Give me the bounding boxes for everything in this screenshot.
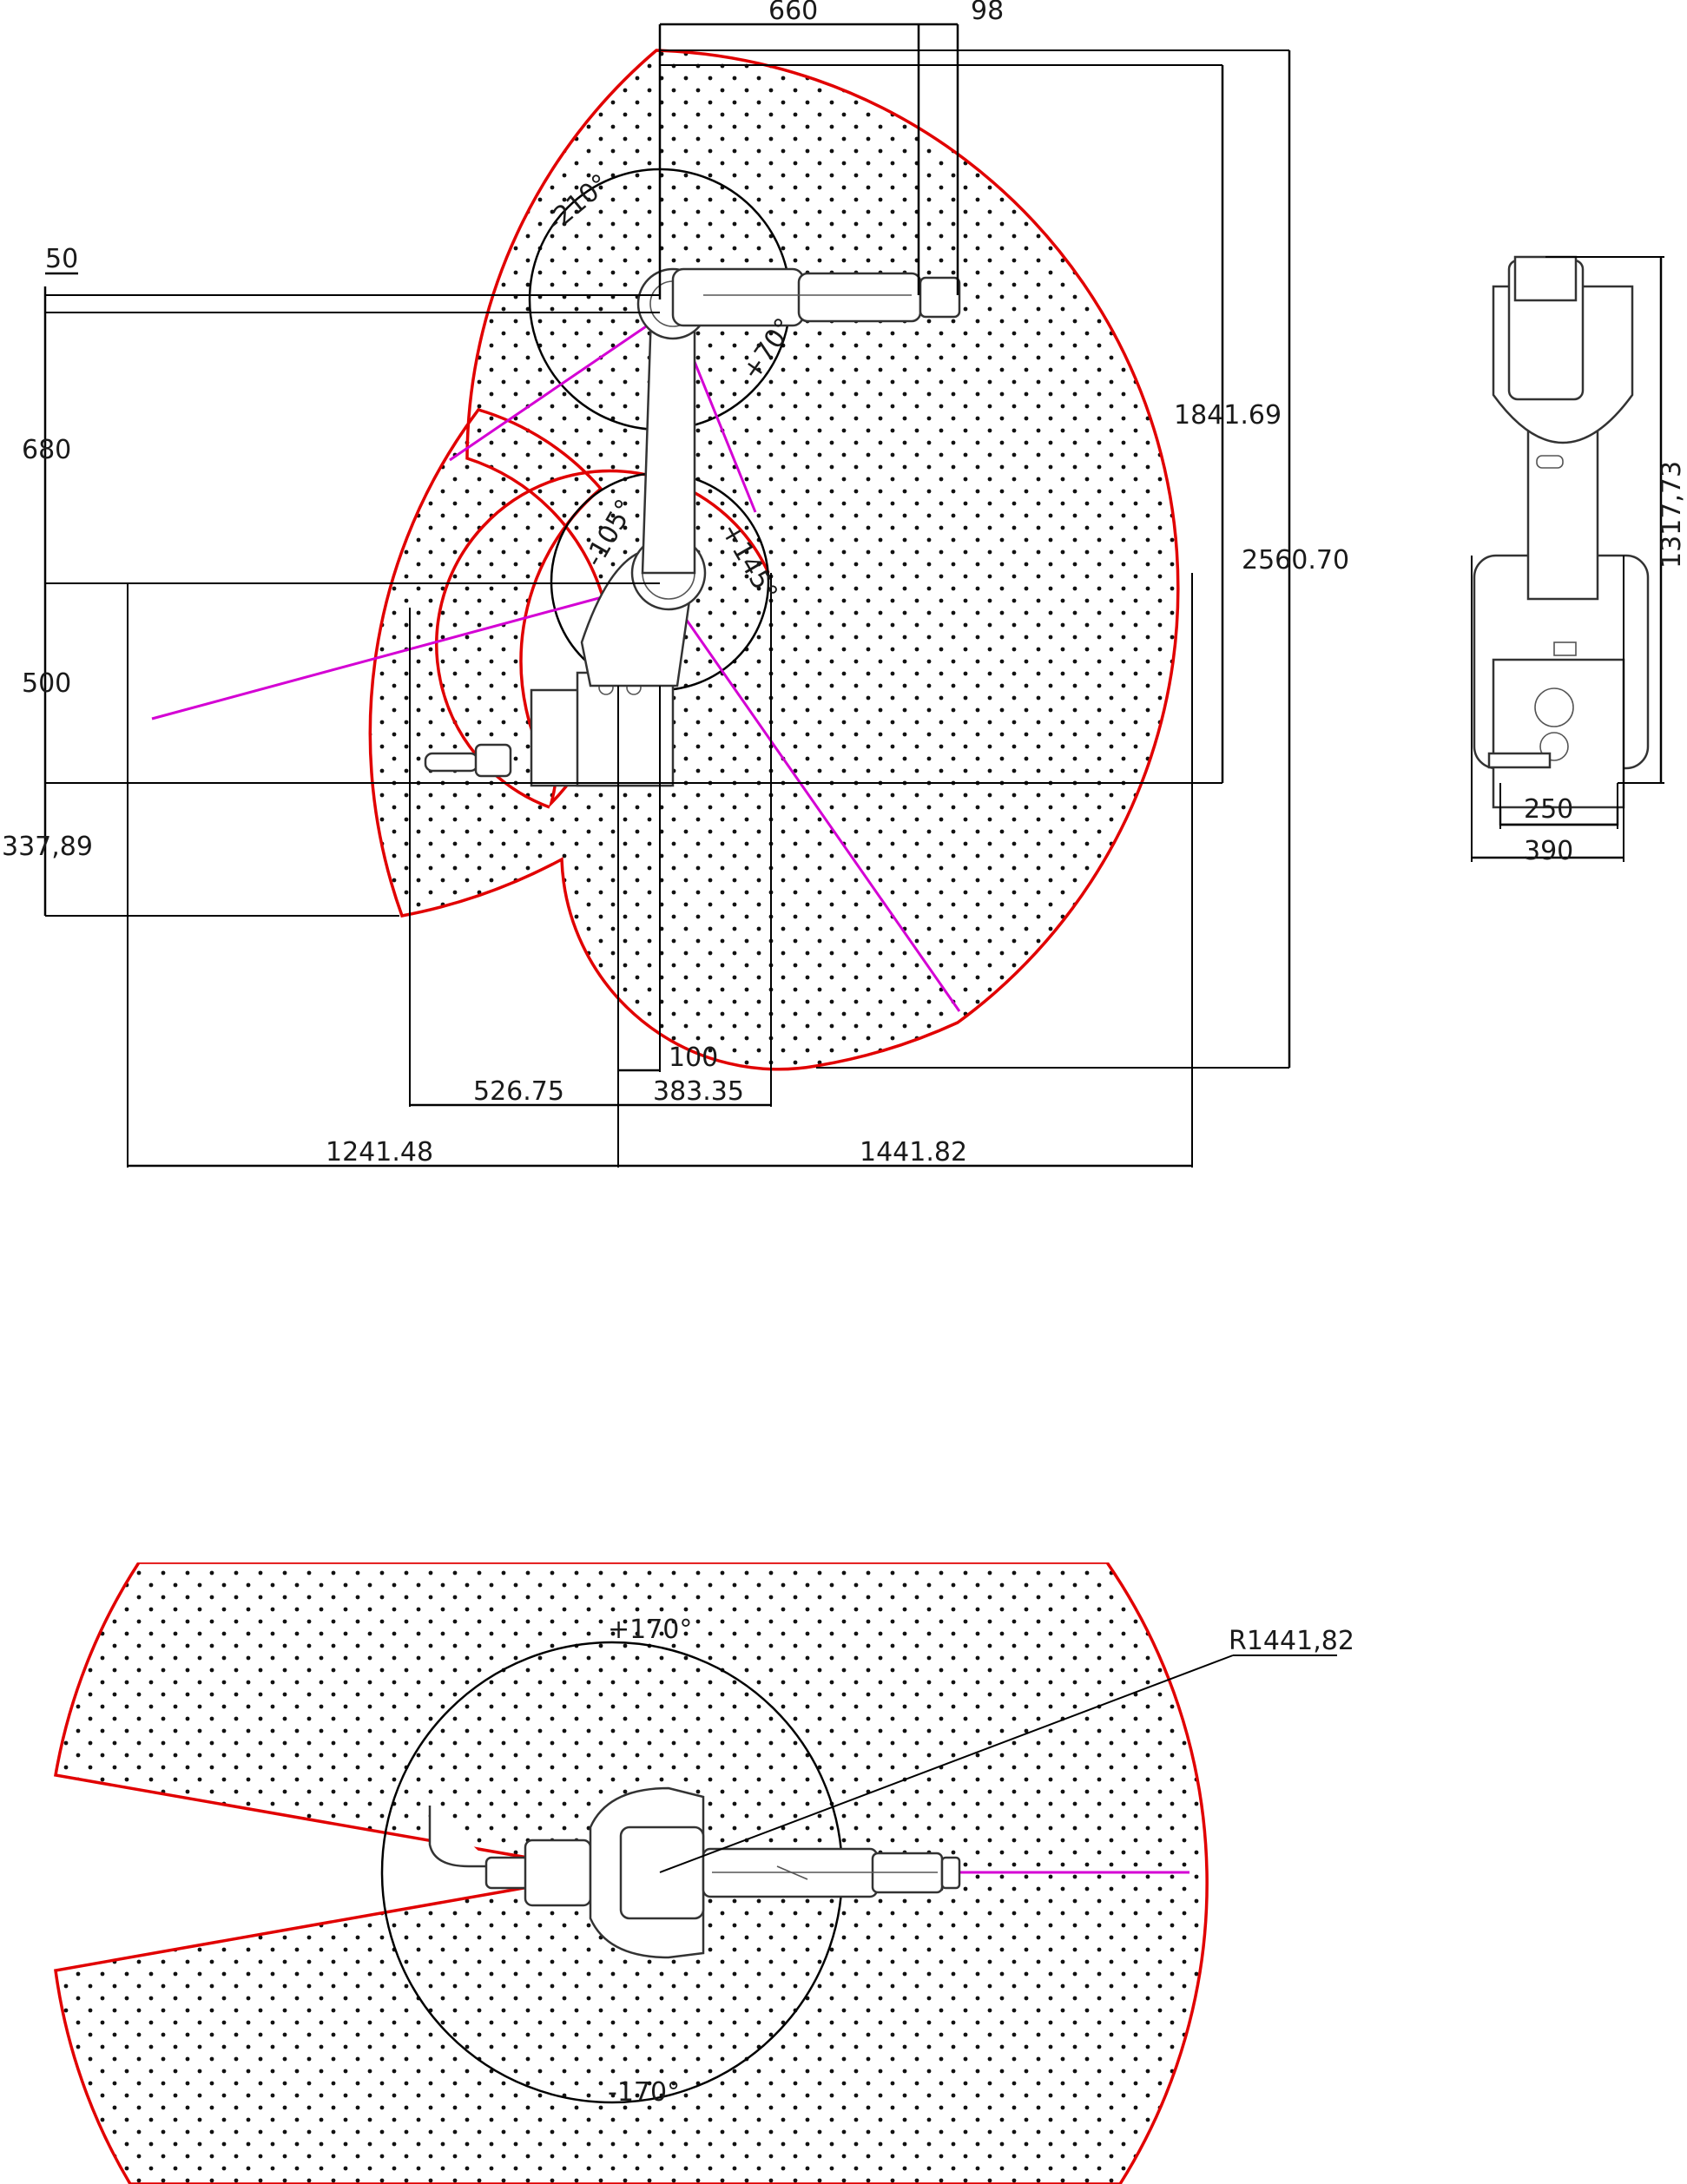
inner-reach-arc (435, 469, 770, 809)
dim-1241: 1241.48 (326, 1137, 433, 1168)
dimension-lines-side (43, 23, 1291, 1168)
robot-front (1473, 255, 1650, 826)
front-view: 1317,73 250 390 (1471, 255, 1687, 866)
radius-label: R1441,82 (1229, 1626, 1354, 1656)
dim-680: 680 (22, 435, 71, 465)
radius-leader (659, 1654, 1234, 1873)
robot-top (428, 1786, 961, 1959)
top-view: R1441,82 +170° -170° (53, 1562, 1354, 2184)
dim-660: 660 (768, 0, 818, 26)
dim-337: 337,89 (2, 832, 93, 862)
dimension-lines-front (1471, 256, 1664, 862)
dim-2560: 2560.70 (1242, 545, 1349, 576)
side-view: 660 98 50 680 500 337,89 1841.69 2560.70… (2, 0, 1349, 1168)
dim-390: 390 (1524, 836, 1573, 866)
dim-1841: 1841.69 (1174, 400, 1282, 431)
dim-100: 100 (669, 1043, 718, 1073)
robot-side (424, 267, 961, 787)
dim-50: 50 (45, 244, 78, 274)
angle-minus170: -170° (608, 2077, 680, 2108)
dim-383: 383.35 (653, 1076, 744, 1107)
dim-500: 500 (22, 668, 71, 699)
dim-526: 526.75 (473, 1076, 564, 1107)
work-envelope-side (368, 49, 1180, 1071)
dim-250: 250 (1524, 794, 1573, 825)
angle-plus170: +170° (608, 1615, 692, 1645)
dim-1441: 1441.82 (860, 1137, 967, 1168)
dim-1317: 1317,73 (1657, 461, 1687, 569)
dim-98: 98 (971, 0, 1004, 26)
